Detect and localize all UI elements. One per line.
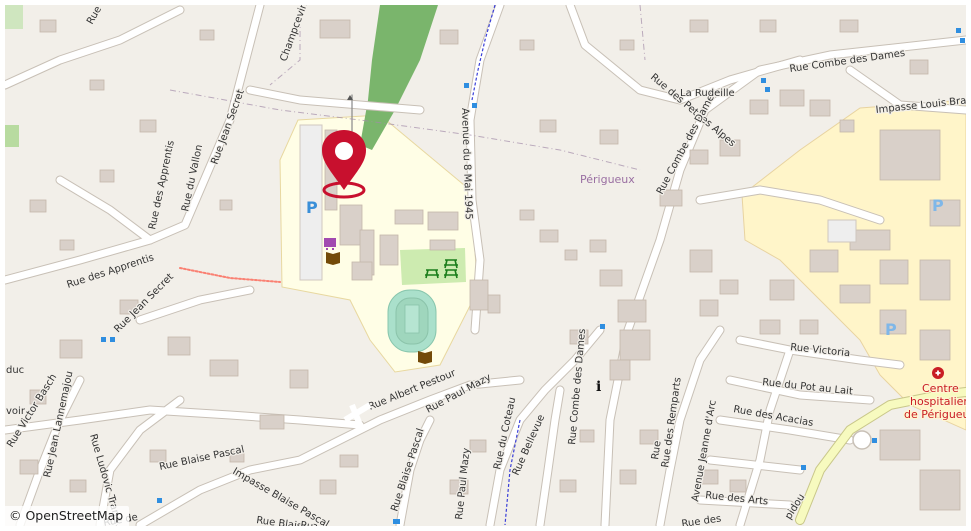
street-label: Ru: [300, 520, 314, 526]
information-icon: i: [596, 379, 601, 395]
street-label: Rue Combe des Dames: [567, 328, 588, 445]
street-label: Rue Paul Mazy: [454, 447, 472, 520]
location-pin-icon[interactable]: [322, 130, 366, 199]
street-label: Rue des Apprentis: [147, 139, 177, 230]
hospital-poi[interactable]: Centre hospitalier de Périgueux: [903, 367, 966, 422]
street-label: voir: [6, 406, 26, 417]
bus-stop-icon: [960, 38, 965, 43]
parking-lot: [299, 124, 323, 281]
grass-patch: [5, 125, 19, 147]
map-attribution[interactable]: © OpenStreetMap: [5, 506, 130, 526]
bus-stop-icon: [472, 103, 477, 108]
bus-stop-icon: [956, 28, 961, 33]
place-label-perigueux: Périgueux: [580, 173, 635, 186]
street-label: Impasse Blaise Pascal: [231, 466, 331, 526]
library-icon: [326, 252, 340, 265]
parking-icon: P: [932, 196, 944, 215]
place-label-la-rudeille: La Rudeille: [680, 88, 735, 99]
street-label: Rue Jean Secret: [209, 88, 246, 166]
street-label: Avenue Jeanne d'Arc: [690, 399, 719, 502]
bus-stop-icon: [157, 498, 162, 503]
picnic-table-icon: [425, 259, 458, 279]
sports-ground: [387, 289, 437, 353]
bus-stop-icon: [600, 324, 605, 329]
bus-stop-icon: [761, 78, 766, 83]
street-label: Avenue du 8 Mai 1945: [459, 108, 474, 220]
bus-stop-icon: [110, 337, 115, 342]
street-label: Champcevinel: [278, 5, 313, 63]
hospital-label-line3: de Périgueux: [904, 408, 966, 421]
bus-stop-icon: [765, 87, 770, 92]
street-label: Rue G: [85, 5, 109, 27]
bus-stop-icon: [395, 519, 400, 524]
bus-stop-icon: [801, 465, 806, 470]
map-canvas[interactable]: Champcevinel Rue G Rue Jean Secret Rue d…: [5, 5, 966, 526]
svg-text:P: P: [306, 198, 318, 217]
forest-area: [360, 5, 438, 150]
road-junction-marker: [343, 402, 372, 432]
building-layer: [19, 19, 961, 511]
parking-icon: P: [306, 198, 318, 217]
hospital-area: [741, 99, 966, 431]
bus-stop-icon: [464, 83, 469, 88]
hospital-label-line2: hospitalier: [910, 395, 966, 408]
library-icon: [418, 351, 432, 364]
road-layer: [5, 5, 966, 526]
hospital-label-line1: Centre: [922, 382, 959, 395]
shop-icon: [324, 238, 336, 250]
map-viewport[interactable]: Champcevinel Rue G Rue Jean Secret Rue d…: [5, 5, 966, 526]
svg-text:i: i: [596, 379, 601, 395]
street-label: duc: [6, 365, 24, 376]
grass-patch-2: [5, 5, 23, 29]
svg-text:P: P: [885, 320, 897, 339]
street-label: Rue des: [681, 514, 722, 526]
boundary-layer: [169, 5, 646, 171]
svg-text:P: P: [932, 196, 944, 215]
bus-route-2: [504, 419, 521, 526]
parking-lot-2: [827, 219, 857, 243]
bus-stop-icons: [101, 28, 965, 524]
parking-icon: P: [885, 320, 897, 339]
bus-stop-icon: [101, 337, 106, 342]
street-label: Rue: [650, 440, 664, 460]
bus-stop-icon: [393, 519, 396, 524]
bus-route: [471, 5, 496, 101]
bus-stop-icon: [872, 438, 877, 443]
